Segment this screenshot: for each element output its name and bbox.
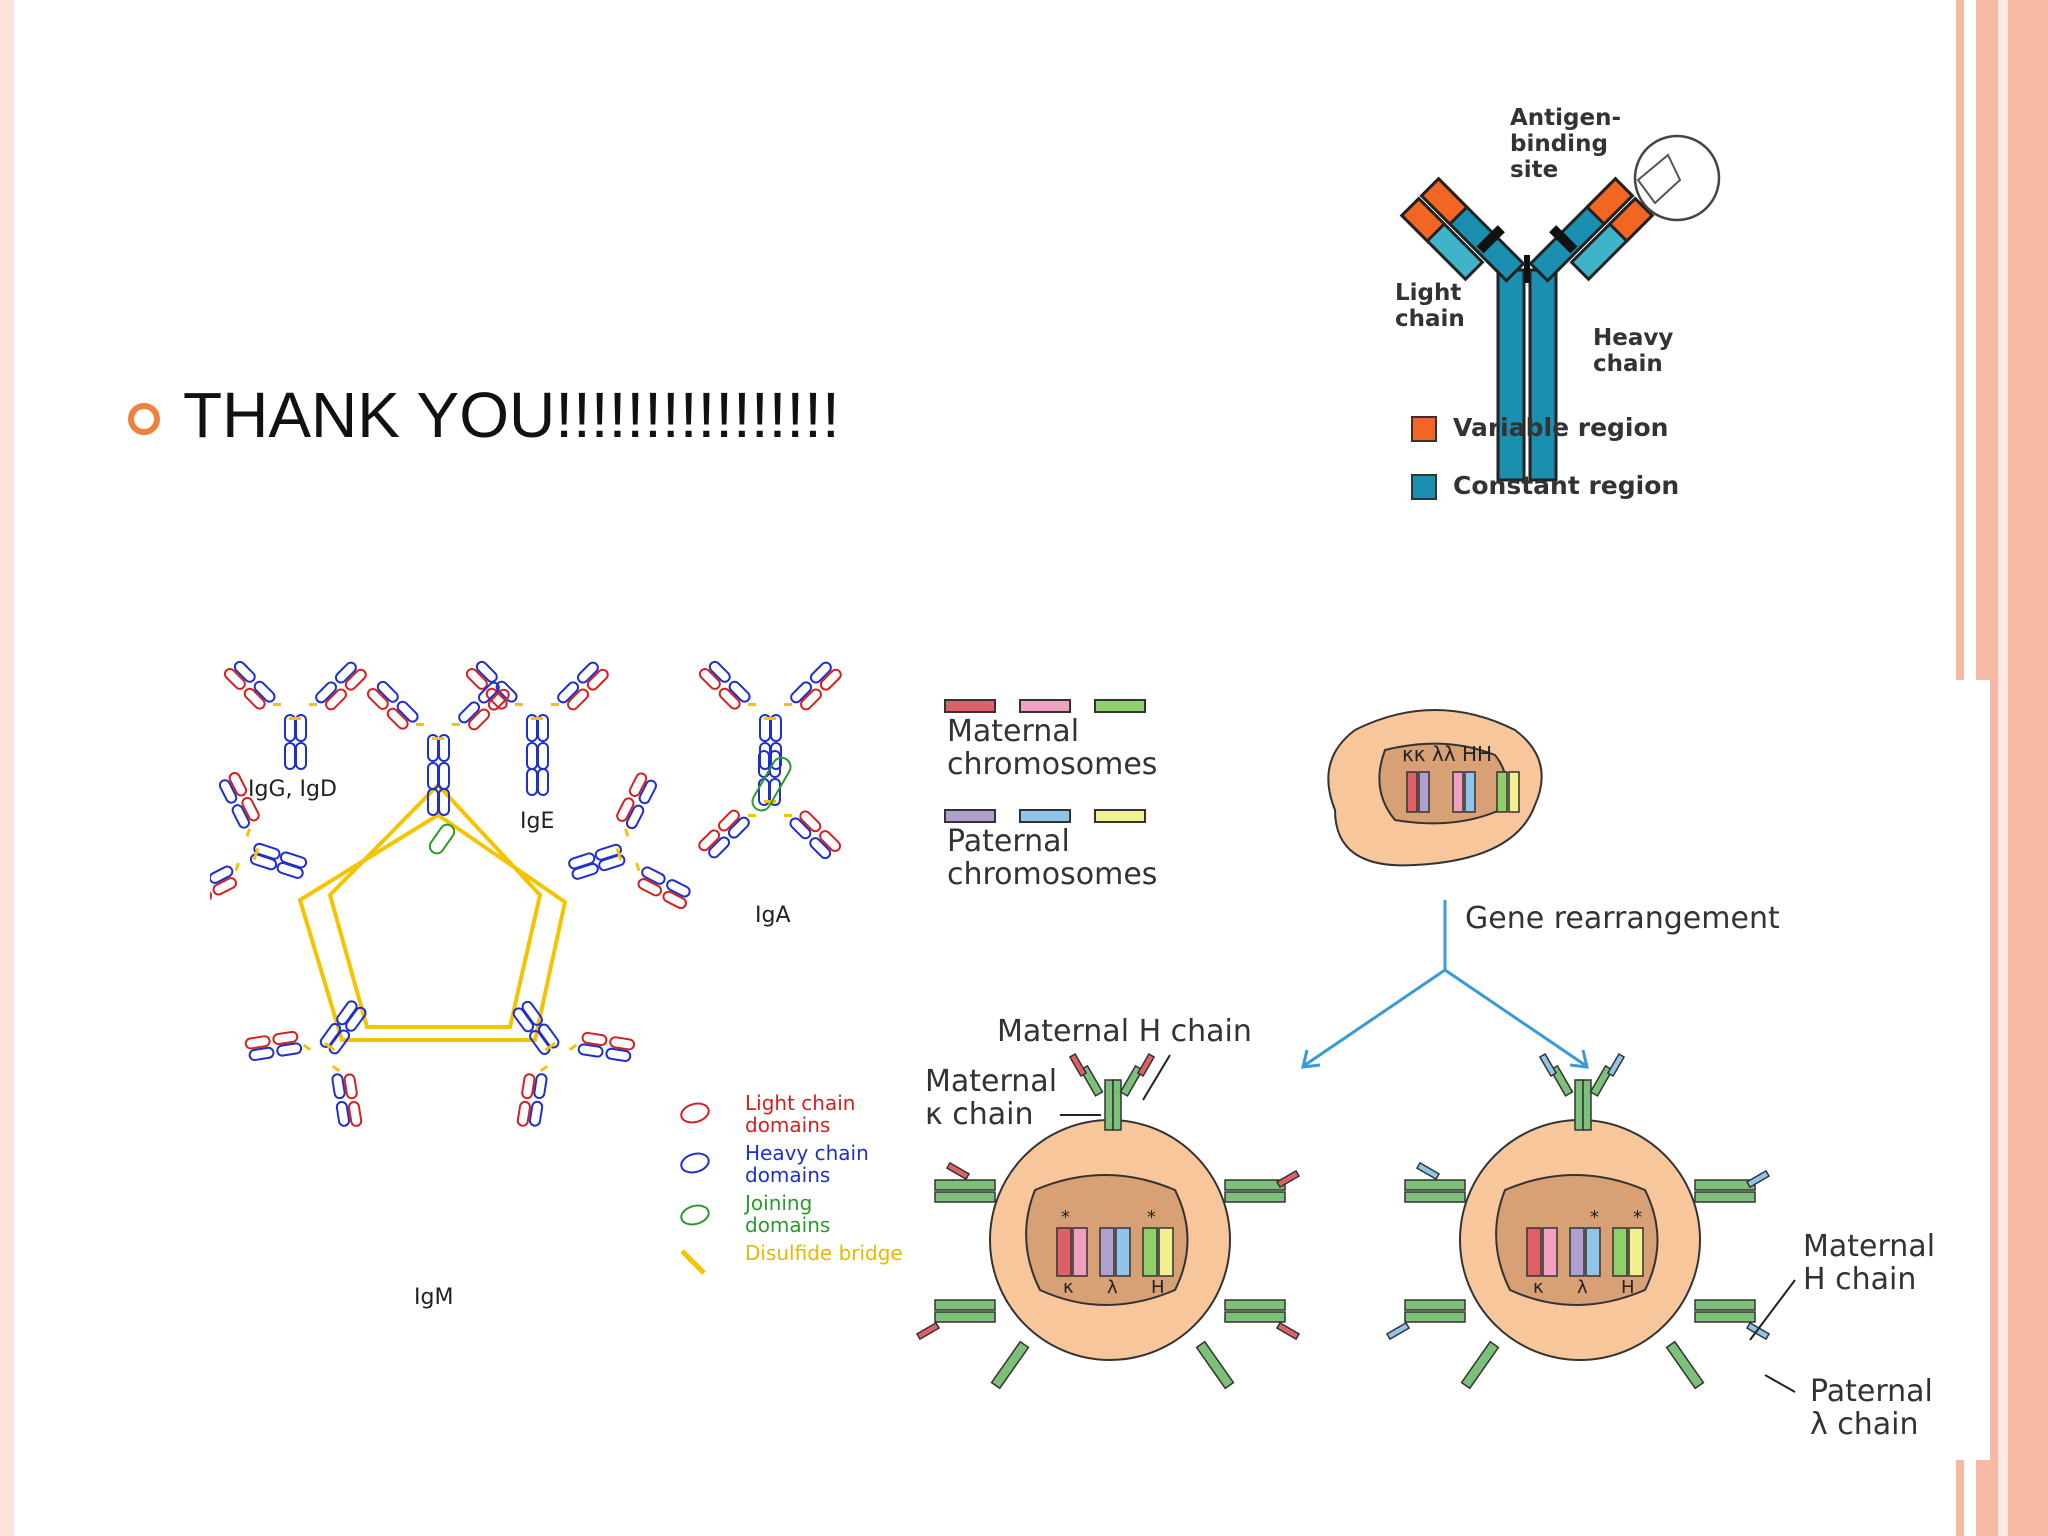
right-cell-lambda: λ: [1577, 1277, 1588, 1298]
antibody-classes-diagram: IgG, IgD IgE IgA IgM Light chain domains…: [210, 655, 910, 1325]
left-cell-lambda: λ: [1107, 1277, 1118, 1298]
antibody-classes-svg: [210, 657, 844, 1275]
right-cell-star-1: *: [1590, 1207, 1599, 1228]
igm-pentamer-frame: [297, 812, 568, 1042]
legend-joining: Joining domains: [745, 1191, 831, 1237]
bullet-icon: [128, 403, 160, 435]
right-cell-star-2: *: [1633, 1207, 1642, 1228]
left-cell-star-1: *: [1061, 1207, 1070, 1228]
thank-you-text: THANK YOU!!!!!!!!!!!!!!!!: [183, 379, 840, 451]
constant-region-swatch: [1411, 474, 1437, 500]
antigen-binding-site-label: Antigen- binding site: [1510, 105, 1622, 183]
constant-region-label: Constant region: [1453, 471, 1680, 500]
slide-border-left: [0, 0, 14, 1536]
antigen-binding-circle: [1633, 134, 1721, 222]
gene-rearrangement-diagram: Maternal chromosomes Paternal chromosome…: [915, 680, 1990, 1460]
legend-disulfide: Disulfide bridge: [745, 1241, 903, 1265]
legend-heavy-chain: Heavy chain domains: [745, 1141, 869, 1187]
gene-rearrangement-svg: [915, 699, 1796, 1393]
paternal-l-chain-label: Paternal λ chain: [1810, 1374, 1933, 1442]
right-cell-h: H: [1621, 1277, 1635, 1298]
igm-label: IgM: [414, 1285, 454, 1310]
gene-rearrangement-label: Gene rearrangement: [1465, 901, 1780, 936]
top-cell-genes-label: κκ λλ HH: [1402, 742, 1493, 766]
antibody-structure-svg: [1399, 134, 1721, 500]
right-cell-kappa: κ: [1533, 1277, 1544, 1298]
maternal-h-chain-top-label: Maternal H chain: [997, 1014, 1252, 1049]
variable-region-label: Variable region: [1453, 413, 1669, 442]
maternal-h-chain-right-label: Maternal H chain: [1803, 1229, 1936, 1297]
antibody-structure-diagram: Antigen- binding site Light chain Heavy …: [1380, 95, 1740, 515]
iga-label: IgA: [755, 903, 791, 928]
variable-region-swatch: [1411, 416, 1437, 442]
legend-light-chain: Light chain domains: [745, 1091, 856, 1137]
slide-border-right-white: [1998, 0, 2008, 1536]
paternal-chromosomes-label: Paternal chromosomes: [947, 824, 1158, 892]
left-cell-kappa: κ: [1063, 1277, 1074, 1298]
heavy-chain-label: Heavy chain: [1593, 325, 1674, 377]
hinge-bar: [1524, 255, 1530, 283]
left-cell-star-2: *: [1147, 1207, 1156, 1228]
maternal-k-chain-label: Maternal κ chain: [925, 1064, 1058, 1132]
heavy-chain-stem-left: [1496, 268, 1526, 482]
light-chain-label: Light chain: [1395, 280, 1465, 332]
heavy-chain-stem-right: [1528, 268, 1558, 482]
ige-label: IgE: [520, 809, 555, 834]
igg-igd-label: IgG, IgD: [248, 777, 337, 802]
maternal-chromosomes-label: Maternal chromosomes: [947, 714, 1158, 782]
left-cell-h: H: [1151, 1277, 1165, 1298]
